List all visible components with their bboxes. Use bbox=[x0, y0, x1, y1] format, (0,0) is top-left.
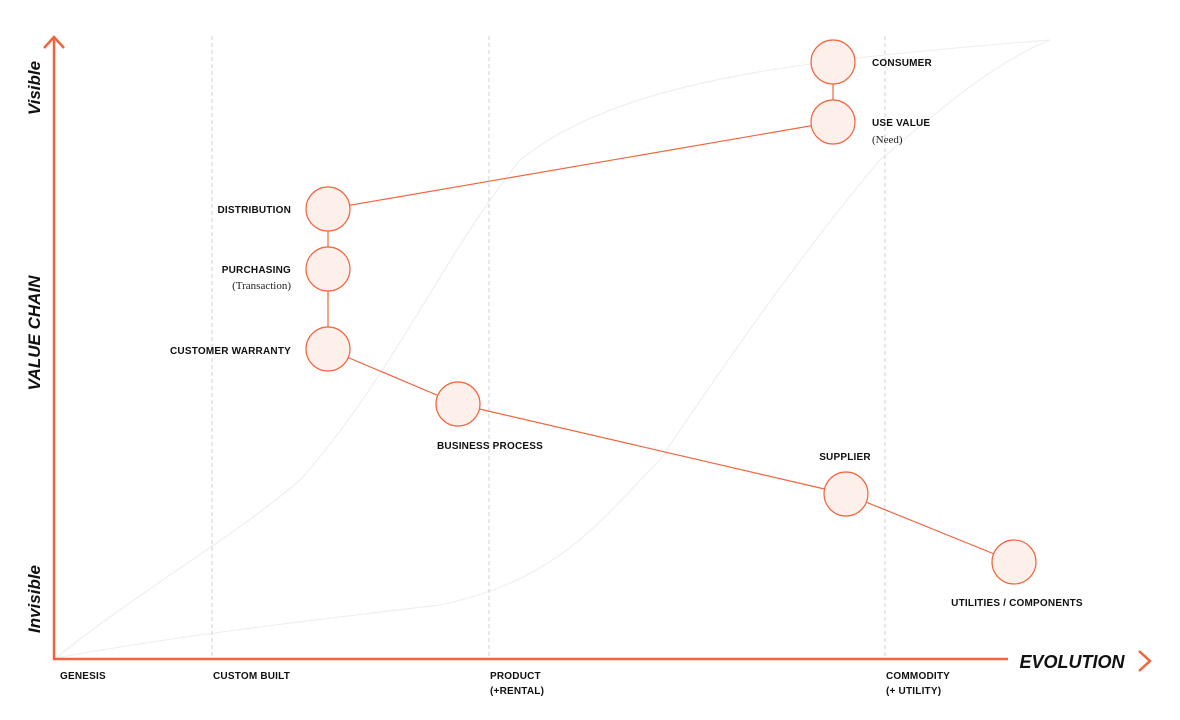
label-use-value: USE VALUE bbox=[872, 118, 930, 129]
link-supplier-to-utilities bbox=[845, 493, 1015, 563]
node-consumer[interactable] bbox=[810, 39, 856, 85]
stage-labels: GENESIS CUSTOM BUILT PRODUCT (+RENTAL) C… bbox=[60, 671, 950, 697]
stage-sub-commodity: (+ UTILITY) bbox=[886, 686, 941, 697]
node-business-process[interactable] bbox=[435, 381, 481, 427]
node-supplier[interactable] bbox=[823, 471, 869, 517]
evolution-curves bbox=[55, 39, 1051, 659]
x-axis-title: EVOLUTION bbox=[1019, 652, 1125, 672]
label-supplier: SUPPLIER bbox=[819, 452, 871, 463]
sub-use-value: (Need) bbox=[872, 134, 903, 146]
dependency-links bbox=[327, 62, 1015, 563]
y-axis-invisible-label: Invisible bbox=[25, 565, 44, 633]
label-utilities-components: UTILITIES / COMPONENTS bbox=[951, 598, 1083, 609]
stage-label-genesis: GENESIS bbox=[60, 671, 106, 682]
y-axis-arrow-icon bbox=[43, 35, 65, 49]
node-customer-warranty[interactable] bbox=[305, 326, 351, 372]
label-distribution: DISTRIBUTION bbox=[217, 205, 291, 216]
node-purchasing[interactable] bbox=[305, 246, 351, 292]
stage-gridlines bbox=[211, 36, 886, 658]
y-axis-visible-label: Visible bbox=[25, 61, 44, 115]
sub-purchasing: (Transaction) bbox=[232, 280, 291, 292]
stage-label-commodity: COMMODITY bbox=[886, 671, 950, 682]
label-purchasing: PURCHASING bbox=[222, 265, 291, 276]
label-consumer: CONSUMER bbox=[872, 58, 933, 69]
node-distribution[interactable] bbox=[305, 186, 351, 232]
x-axis-arrow-icon bbox=[1138, 650, 1152, 672]
node-use-value[interactable] bbox=[810, 99, 856, 145]
stage-label-custom-built: CUSTOM BUILT bbox=[213, 671, 290, 682]
evolution-curve-lower bbox=[55, 39, 1051, 659]
components bbox=[305, 39, 1037, 585]
link-customer-warranty-to-business-process bbox=[327, 348, 459, 405]
link-business-process-to-supplier bbox=[457, 403, 847, 495]
node-utilities-components[interactable] bbox=[991, 539, 1037, 585]
component-labels: CONSUMER USE VALUE (Need) DISTRIBUTION P… bbox=[170, 58, 1083, 609]
evolution-curve-upper bbox=[55, 39, 1051, 659]
stage-label-product: PRODUCT bbox=[490, 671, 541, 682]
label-business-process: BUSINESS PROCESS bbox=[437, 441, 543, 452]
link-use-value-to-distribution bbox=[327, 121, 834, 210]
label-customer-warranty: CUSTOMER WARRANTY bbox=[170, 346, 291, 357]
y-axis-title: VALUE CHAIN bbox=[25, 275, 44, 391]
axes bbox=[43, 35, 1152, 672]
stage-sub-product: (+RENTAL) bbox=[490, 686, 544, 697]
